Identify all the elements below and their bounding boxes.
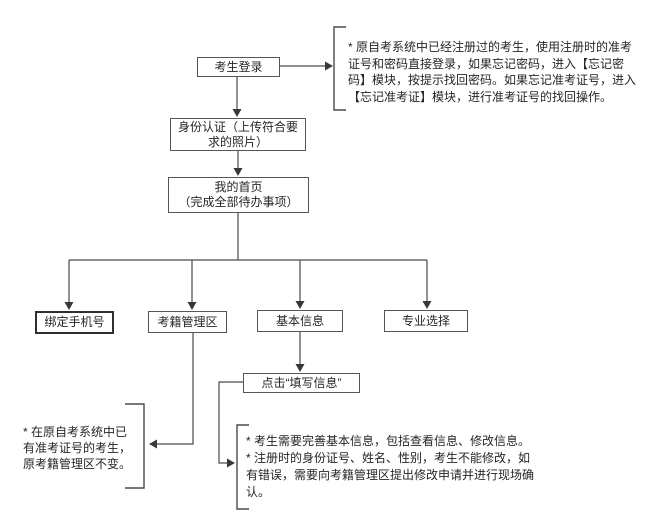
node-label: 身份认证（上传符合要 求的照片） — [177, 119, 298, 149]
bracket-left-basic-info-note — [236, 424, 249, 510]
arrowhead-down — [187, 302, 197, 310]
bracket-left-login-note — [333, 26, 346, 111]
connector-identity-to-homepage — [233, 151, 243, 176]
arrowhead-down — [422, 301, 432, 309]
connector-basic-info-to-fill-info — [295, 332, 305, 372]
arrowhead-down — [233, 168, 243, 176]
note-login-instructions: * 原自考系统中已经注册过的考生，使用注册时的准考 证号和密码直接登录，如果忘记… — [348, 40, 637, 104]
node-label: 考生登录 — [214, 59, 263, 74]
bracket-right-registry-note — [125, 403, 145, 489]
node-candidate-login: 考生登录 — [197, 57, 280, 77]
node-label: 绑定手机号 — [44, 315, 105, 329]
connector-branch-to-exam-registry — [187, 260, 197, 310]
note-registry-unchanged: * 在原自考系统中已 有准考证号的考生， 原考籍管理区不变。 — [23, 425, 132, 471]
connector-exam-registry-to-note — [149, 333, 194, 449]
connector-fill-info-to-note — [218, 381, 243, 468]
node-exam-registry-area: 考籍管理区 — [148, 311, 227, 333]
arrowhead-right — [325, 61, 333, 71]
connector-branch-to-bind-phone — [64, 260, 74, 310]
node-bind-phone: 绑定手机号 — [35, 311, 114, 334]
node-identity-authentication: 身份认证（上传符合要 求的照片） — [170, 118, 306, 151]
node-label: 考籍管理区 — [157, 314, 218, 329]
connector-login-to-note — [280, 61, 333, 71]
connector-login-to-identity — [232, 77, 242, 117]
connector-homepage-to-branch — [69, 213, 427, 261]
arrowhead-left — [149, 439, 157, 449]
node-basic-info: 基本信息 — [257, 310, 343, 332]
node-label: 基本信息 — [275, 313, 324, 328]
connector-branch-to-major-select — [422, 260, 432, 309]
note-basic-info-rules: * 考生需要完善基本信息，包括查看信息、修改信息。 * 注册时的身份证号、姓名、… — [246, 434, 535, 499]
arrowhead-right — [227, 458, 235, 468]
arrowhead-down — [232, 109, 242, 117]
node-label: 我的首页 （完成全部待办事项） — [178, 180, 299, 209]
node-major-selection: 专业选择 — [384, 310, 468, 332]
node-label: 点击“填写信息” — [261, 375, 342, 390]
node-label: 专业选择 — [401, 313, 450, 328]
arrowhead-down — [64, 302, 74, 310]
arrowhead-down — [295, 364, 305, 372]
arrowhead-down — [295, 301, 305, 309]
connector-branch-to-basic-info — [295, 260, 305, 309]
node-click-fill-info: 点击“填写信息” — [243, 373, 360, 393]
node-my-homepage: 我的首页 （完成全部待办事项） — [168, 177, 309, 213]
